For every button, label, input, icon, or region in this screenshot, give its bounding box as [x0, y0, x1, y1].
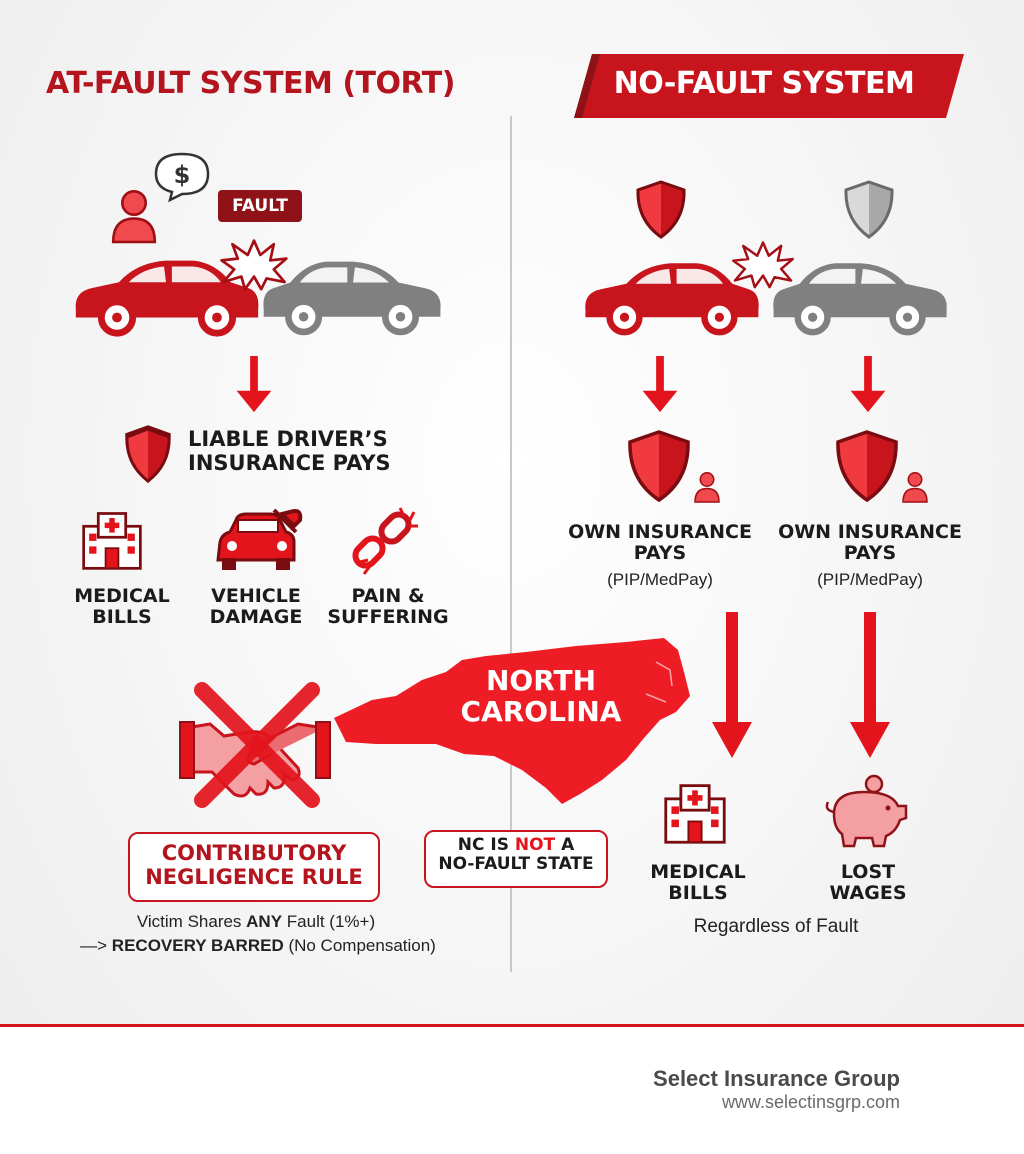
- pip-medpay-label: (PIP/MedPay): [607, 570, 713, 589]
- arrow-down-icon: [642, 356, 678, 413]
- red-shield-icon: [636, 180, 686, 239]
- gray-shield-icon: [844, 180, 894, 239]
- own-insurance-pays-label: OWN INSURANCE PAYS: [568, 521, 752, 565]
- shield-icon: [125, 425, 171, 483]
- shield-icon: [628, 430, 690, 503]
- liable-driver-pays-label: LIABLE DRIVER’S INSURANCE PAYS: [188, 427, 391, 475]
- svg-text:$: $: [174, 161, 191, 189]
- pip-medpay-label: (PIP/MedPay): [817, 570, 923, 589]
- footer-divider: [0, 1024, 1024, 1027]
- medical-bills-label: MEDICAL BILLS: [74, 585, 170, 629]
- vehicle-damage-label: VEHICLE DAMAGE: [209, 585, 303, 629]
- center-divider: [510, 116, 512, 972]
- shield-icon: [836, 430, 898, 503]
- north-carolina-label: NORTH CAROLINA: [460, 664, 622, 728]
- hospital-icon: [82, 512, 142, 570]
- arrow-down-icon: [850, 356, 886, 413]
- collision-burst-icon: [220, 239, 288, 291]
- pain-suffering-label: PAIN & SUFFERING: [327, 585, 449, 629]
- piggy-bank-icon: [825, 774, 908, 848]
- person-icon: [108, 186, 160, 246]
- long-arrow-down-icon: [712, 612, 752, 758]
- contributory-negligence-box: [128, 832, 380, 902]
- company-website: www.selectinsgrp.com: [721, 1092, 900, 1112]
- x-mark-icon: [194, 682, 320, 808]
- north-carolina-map: [334, 638, 690, 804]
- victim-fault-text: Victim Shares ANY Fault (1%+): [136, 912, 376, 931]
- car-repair-icon: [216, 508, 303, 570]
- lost-wages-label: LOST WAGES: [829, 861, 907, 905]
- no-fault-title: NO-FAULT SYSTEM: [613, 66, 915, 101]
- own-insurance-pays-label: OWN INSURANCE PAYS: [778, 521, 962, 565]
- arrow-down-icon: [236, 356, 272, 413]
- no-fault-title-banner: [574, 54, 964, 118]
- money-speech-bubble-icon: $: [154, 152, 210, 203]
- footer: [0, 1027, 1024, 1154]
- person-icon: [692, 470, 722, 504]
- company-name: Select Insurance Group: [653, 1066, 900, 1091]
- nc-not-no-fault-label: NC IS NOT A NO-FAULT STATE: [438, 835, 594, 875]
- contributory-negligence-label: CONTRIBUTORY NEGLIGENCE RULE: [145, 841, 363, 889]
- recovery-barred-text: —> RECOVERY BARRED (No Compensation): [80, 936, 436, 955]
- at-fault-title: AT-FAULT SYSTEM (TORT): [46, 66, 455, 101]
- medical-bills-label: MEDICAL BILLS: [650, 861, 746, 905]
- broken-chain-icon: [352, 507, 418, 575]
- regardless-of-fault-text: Regardless of Fault: [693, 916, 859, 937]
- person-icon: [900, 470, 930, 504]
- nc-not-no-fault-box: [424, 830, 608, 888]
- collision-burst-icon: [731, 241, 795, 289]
- fault-tag: FAULT: [218, 190, 302, 222]
- long-arrow-down-icon: [850, 612, 890, 758]
